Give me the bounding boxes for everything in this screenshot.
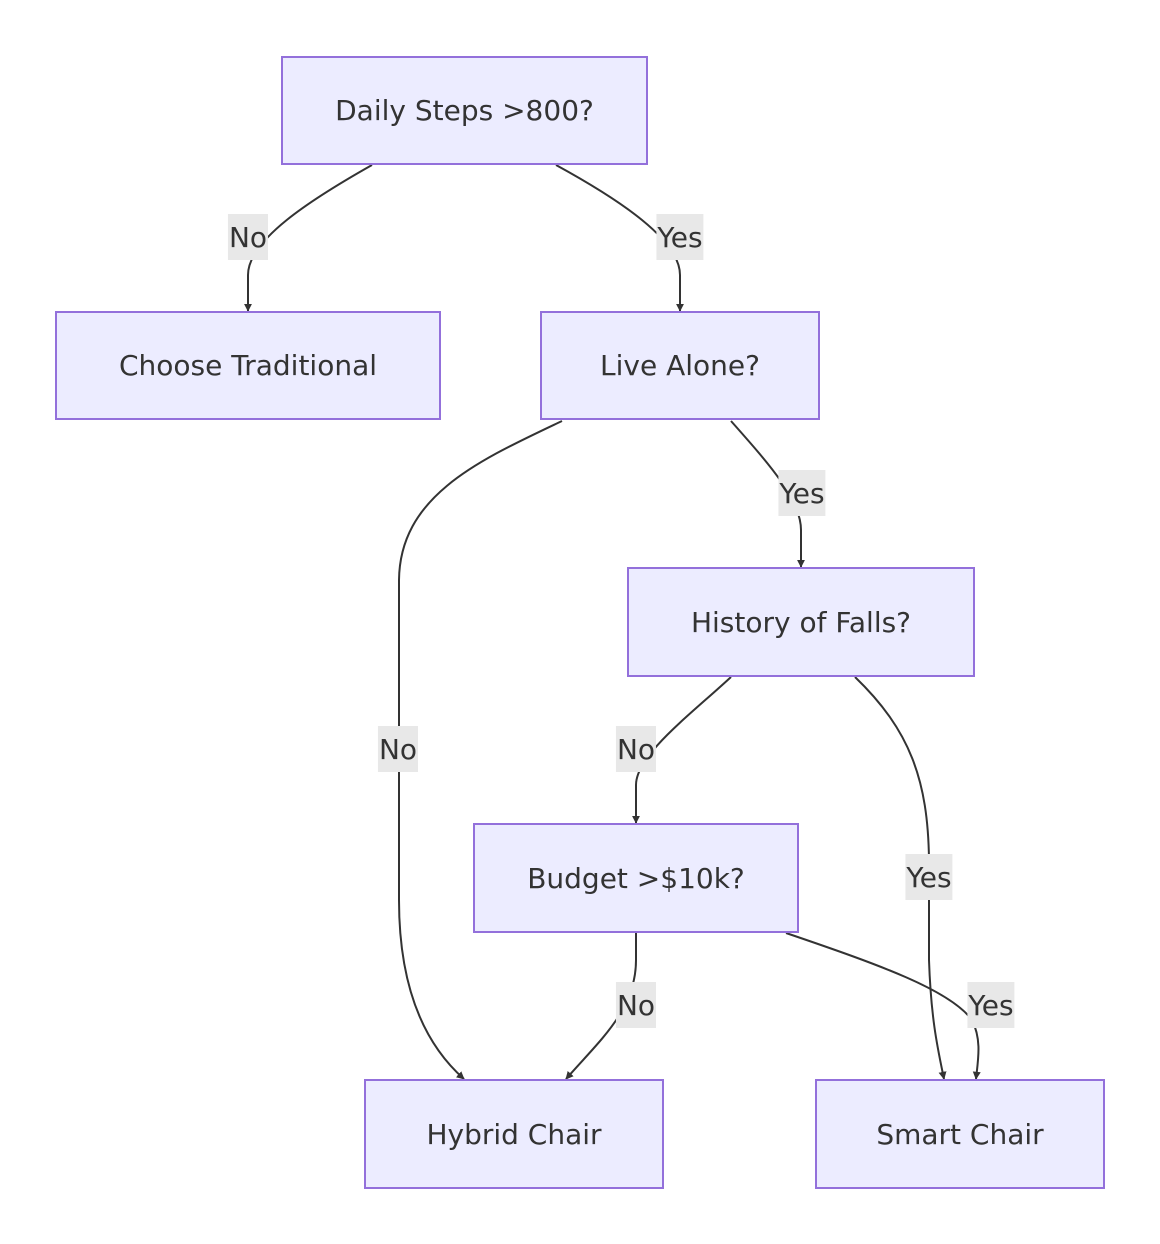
node-smart-chair: Smart Chair: [815, 1079, 1105, 1189]
node-hybrid-chair-label: Hybrid Chair: [426, 1117, 602, 1151]
node-live-alone-label: Live Alone?: [600, 349, 760, 382]
edge-label-alone-yes: Yes: [778, 470, 826, 516]
node-smart-chair-label: Smart Chair: [876, 1117, 1044, 1151]
edge-label-budget-no: No: [615, 982, 657, 1028]
edge-steps-yes: [555, 164, 684, 312]
edge-label-steps-yes: Yes: [656, 214, 704, 260]
edge-label-falls-yes: Yes: [905, 854, 953, 900]
edge-alone-no: [398, 420, 563, 1080]
edge-falls-no: [632, 676, 732, 824]
node-choose-traditional-label: Choose Traditional: [118, 349, 378, 382]
edge-label-steps-no: No: [227, 214, 269, 260]
node-choose-traditional: Choose Traditional: [55, 311, 441, 420]
edge-label-alone-no: No: [377, 726, 419, 772]
node-daily-steps-label: Daily Steps >800?: [335, 94, 594, 127]
edge-label-falls-no: No: [615, 726, 657, 772]
node-budget: Budget >$10k?: [473, 823, 799, 933]
node-daily-steps: Daily Steps >800?: [281, 56, 648, 165]
edge-steps-no: [244, 164, 373, 312]
edge-falls-yes: [854, 676, 947, 1080]
node-hybrid-chair: Hybrid Chair: [364, 1079, 664, 1189]
node-history-falls: History of Falls?: [627, 567, 975, 677]
node-history-falls-label: History of Falls?: [690, 605, 912, 639]
edge-budget-yes: [785, 932, 981, 1080]
edge-label-budget-yes: Yes: [967, 982, 1015, 1028]
node-live-alone: Live Alone?: [540, 311, 820, 420]
node-budget-label: Budget >$10k?: [527, 861, 745, 895]
